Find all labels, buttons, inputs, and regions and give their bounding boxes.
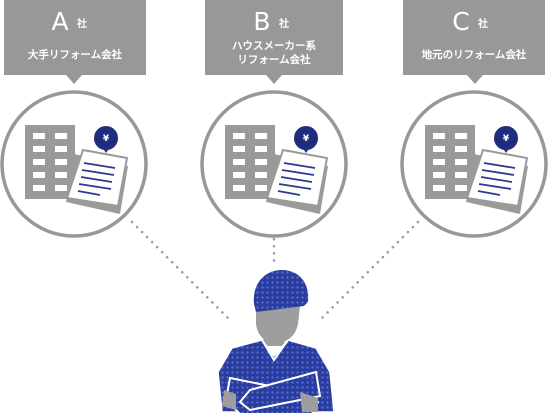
company-b-letter: B bbox=[253, 7, 270, 36]
company-b: B 社 ハウスメーカー系 リフォーム会社 bbox=[200, 0, 348, 238]
person-collar bbox=[261, 339, 289, 362]
company-a-type: 大手リフォーム会社 bbox=[28, 48, 123, 61]
company-b-icon-circle: ¥ bbox=[200, 90, 348, 238]
yen-badge-icon: ¥ bbox=[93, 126, 119, 153]
company-a-suffix: 社 bbox=[76, 17, 87, 30]
company-a-label: A 社 大手リフォーム会社 bbox=[4, 0, 146, 84]
connector-c bbox=[320, 220, 420, 320]
yen-symbol: ¥ bbox=[103, 134, 110, 144]
yen-badge-icon: ¥ bbox=[493, 126, 519, 153]
document-icon bbox=[65, 148, 129, 214]
company-b-label: B 社 ハウスメーカー系 リフォーム会社 bbox=[205, 0, 343, 84]
building-icon bbox=[225, 125, 275, 199]
yen-symbol: ¥ bbox=[503, 134, 510, 144]
document-icon bbox=[265, 148, 329, 214]
document-icon bbox=[465, 148, 529, 214]
building-icon bbox=[25, 125, 75, 199]
person-hand-left bbox=[222, 390, 236, 410]
person-face bbox=[256, 306, 300, 342]
connector-lines bbox=[130, 220, 420, 320]
connector-a bbox=[130, 220, 230, 320]
person-hand-right bbox=[300, 392, 318, 412]
company-a-letter: A bbox=[51, 7, 68, 36]
company-a: A 社 大手リフォーム会社 bbox=[0, 0, 148, 238]
company-c-suffix: 社 bbox=[477, 17, 488, 30]
company-b-suffix: 社 bbox=[278, 17, 289, 30]
company-c-type: 地元のリフォーム会社 bbox=[422, 48, 527, 61]
company-b-type-line1: ハウスメーカー系 bbox=[232, 39, 316, 52]
yen-badge-icon: ¥ bbox=[293, 126, 319, 153]
person-hair bbox=[253, 270, 309, 312]
person-arm-upper bbox=[238, 370, 322, 412]
thinking-person-icon bbox=[217, 270, 335, 415]
company-a-icon-circle: ¥ bbox=[0, 90, 148, 238]
company-c: C 社 地元のリフォーム会社 bbox=[400, 0, 548, 238]
company-b-type-line2: リフォーム会社 bbox=[237, 53, 311, 66]
company-c-letter: C bbox=[452, 7, 469, 36]
yen-symbol: ¥ bbox=[303, 134, 310, 144]
company-c-icon-circle: ¥ bbox=[400, 90, 548, 238]
building-icon bbox=[425, 125, 475, 199]
company-c-label: C 社 地元のリフォーム会社 bbox=[403, 0, 545, 84]
